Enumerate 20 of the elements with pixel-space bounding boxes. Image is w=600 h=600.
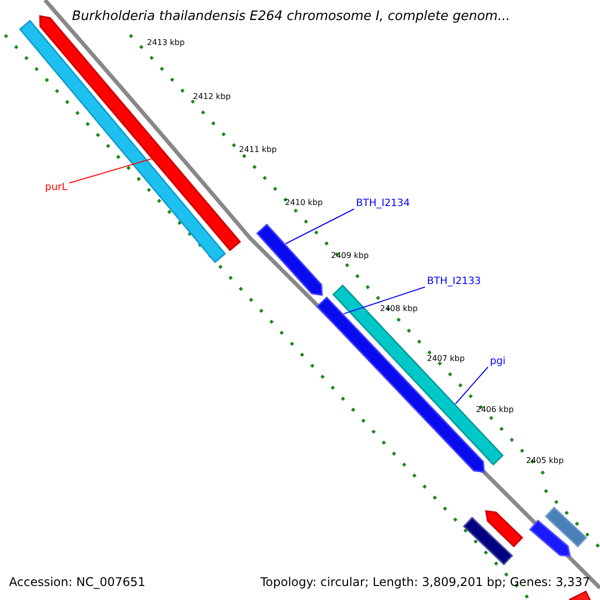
- tick-label: 2410 kbp: [285, 199, 323, 207]
- gene-label: purL: [45, 183, 68, 193]
- tick-label: 2411 kbp: [239, 146, 277, 154]
- tick-label: 2409 kbp: [331, 252, 369, 260]
- tick-label: 2405 kbp: [526, 457, 564, 465]
- leader-line: [454, 366, 488, 404]
- leader-line: [343, 286, 426, 314]
- gene-label: BTH_I2134: [356, 199, 410, 209]
- tick-label: 2413 kbp: [147, 39, 185, 47]
- leader-line: [68, 158, 152, 184]
- genome-summary: Topology: circular; Length: 3,809,201 bp; Genes: 3,337: [260, 576, 590, 588]
- tick-label: 2408 kbp: [380, 305, 418, 313]
- tick-label: 2412 kbp: [193, 93, 231, 101]
- gene-feature: [256, 224, 323, 296]
- gene-label: pgi: [490, 357, 506, 367]
- tick-label: 2407 kbp: [427, 355, 465, 363]
- gene-label: BTH_I2133: [427, 277, 481, 287]
- accession-text: Accession: NC_007651: [9, 576, 146, 588]
- tick-label: 2406 kbp: [476, 406, 514, 414]
- leader-line: [285, 208, 354, 244]
